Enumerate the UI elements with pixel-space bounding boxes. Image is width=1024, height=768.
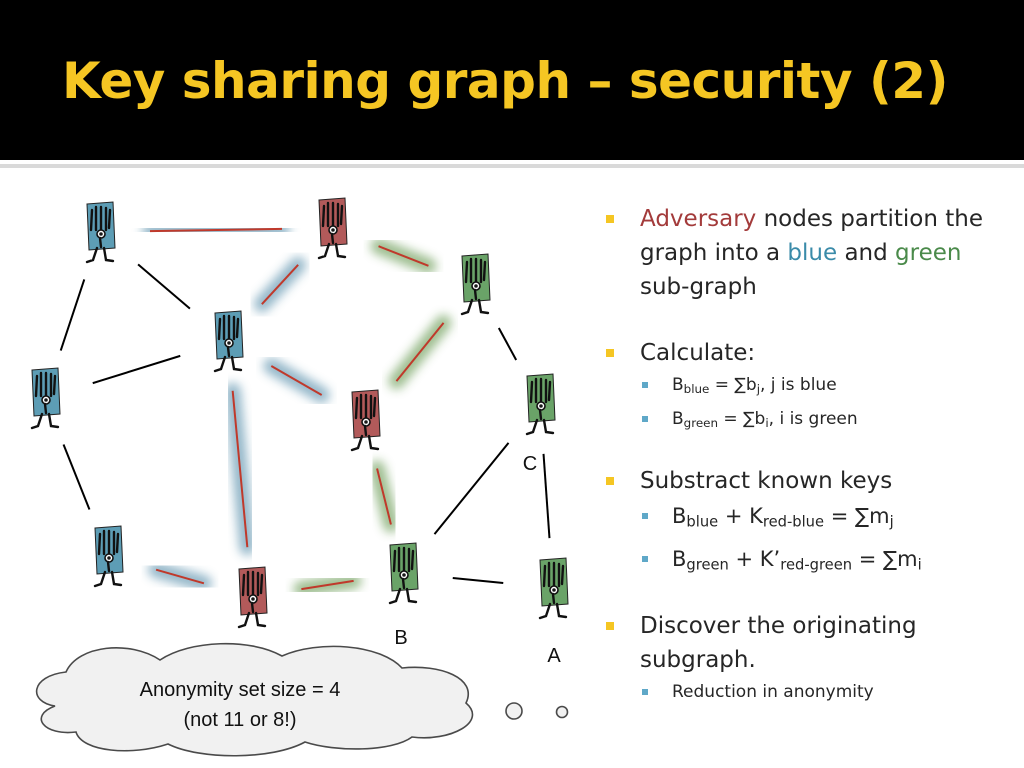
bullet-list: Adversary nodes partition the graph into… <box>604 202 1014 739</box>
callout-bubble-medium <box>555 705 569 719</box>
callout-bubble-large <box>505 702 523 720</box>
callout-line-2: (not 11 or 8!) <box>183 709 296 731</box>
red-node-figure-icon <box>317 196 349 260</box>
bullet-marker <box>606 349 614 357</box>
node-label: A <box>547 645 561 667</box>
edge-layer <box>59 227 551 591</box>
graph-edge <box>497 327 518 361</box>
red-node-figure-icon <box>237 565 269 629</box>
green-node-figure-icon <box>525 372 557 436</box>
bullet-marker <box>606 215 614 223</box>
bullet-text: Calculate: <box>640 340 756 366</box>
graph-edge <box>137 263 191 310</box>
bullet-adversary: Adversary nodes partition the graph into… <box>604 202 1014 304</box>
sub-bullet-blue-keys: Bblue + Kred-blue = ∑mj <box>640 498 1014 541</box>
callout-line-1: Anonymity set size = 4 <box>140 679 341 701</box>
red-node-figure-icon <box>350 388 382 452</box>
graph-edge <box>59 279 86 351</box>
node-label: B <box>394 627 407 649</box>
green-node-figure-icon <box>460 252 492 316</box>
blue-word: blue <box>787 240 838 266</box>
graph-edge <box>542 453 551 539</box>
adversary-word: Adversary <box>640 206 757 232</box>
bullet-substract: Substract known keys Bblue + Kred-blue =… <box>604 464 1014 583</box>
key-sharing-graph: C B A Anonymity set size = 4 (not 11 or 8!… <box>30 196 570 757</box>
shared-key-edge <box>155 568 205 585</box>
bullet-discover: Discover the originating subgraph. Reduc… <box>604 609 1014 707</box>
blue-node-figure-icon <box>85 200 117 264</box>
graph-edge <box>452 576 504 585</box>
bullet-marker <box>606 476 614 485</box>
sub-bullet-marker <box>642 555 648 562</box>
sub-bullet-marker <box>642 512 648 519</box>
bullet-marker <box>606 622 614 631</box>
blue-node-figure-icon <box>213 309 245 373</box>
shared-key-edge <box>149 227 283 233</box>
bullet-text: nodes partition the graph into a <box>640 206 983 266</box>
bullet-text: Substract known keys <box>640 467 893 494</box>
bullet-text: and <box>837 240 896 266</box>
shared-key-edge <box>376 468 392 525</box>
graph-edge <box>433 442 510 535</box>
sub-bullet-b-blue: Bblue = ∑bj, j is blue <box>640 370 1014 404</box>
shared-key-edge <box>301 579 354 591</box>
sub-bullet-marker <box>642 382 648 388</box>
title-divider <box>0 164 1024 168</box>
graph-edge <box>92 354 181 385</box>
green-node-figure-icon <box>538 556 570 620</box>
shared-key-edge <box>231 390 249 548</box>
sub-bullet-marker <box>642 689 648 696</box>
sub-bullet-reduction: Reduction in anonymity <box>640 677 1014 707</box>
node-label-layer: C B A <box>394 453 561 667</box>
bullet-calculate: Calculate: Bblue = ∑bj, j is blue Bgreen… <box>604 336 1014 438</box>
bullet-text: Discover the originating subgraph. <box>640 613 917 674</box>
bullet-text: sub-graph <box>640 274 757 300</box>
graph-edge <box>62 444 91 510</box>
green-word: green <box>895 240 962 266</box>
shared-key-edge <box>395 322 445 382</box>
sub-bullet-b-green: Bgreen = ∑bi, i is green <box>640 404 1014 438</box>
blue-node-figure-icon <box>93 524 125 588</box>
sub-bullet-green-keys: Bgreen + K’red-green = ∑mi <box>640 541 1014 584</box>
green-node-figure-icon <box>388 541 420 605</box>
slide-title: Key sharing graph – security (2) <box>62 52 948 110</box>
title-bar: Key sharing graph – security (2) <box>0 0 1024 160</box>
shared-key-edge <box>270 365 323 396</box>
node-label: C <box>523 453 537 475</box>
blue-node-figure-icon <box>30 366 62 430</box>
sub-bullet-marker <box>642 415 648 422</box>
shared-key-edge <box>261 264 299 305</box>
shared-key-edge <box>378 245 429 267</box>
anonymity-callout-cloud: Anonymity set size = 4 (not 11 or 8!) <box>36 642 569 757</box>
edge-halo-layer <box>141 220 452 598</box>
